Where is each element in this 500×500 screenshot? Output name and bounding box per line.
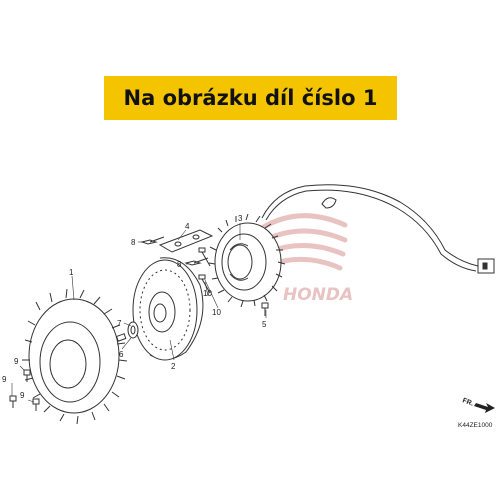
callout-3: 3 xyxy=(238,214,243,223)
honda-wing-watermark: HONDA xyxy=(259,213,353,305)
bolt-8-upper xyxy=(140,236,165,245)
wire-harness xyxy=(261,184,495,274)
callout-5: 5 xyxy=(262,320,267,329)
bolt-10-upper xyxy=(198,247,211,267)
callout-9-left: 9 xyxy=(14,357,19,366)
watermark-text: HONDA xyxy=(283,285,353,305)
callout-10-lower: 10 xyxy=(212,308,221,317)
diagram-code: K44ZE1000 xyxy=(458,422,493,429)
banner-text: Na obrázku díl číslo 1 xyxy=(123,86,378,110)
bolt-5 xyxy=(261,302,269,316)
callout-1: 1 xyxy=(69,268,74,277)
callout-6: 6 xyxy=(119,350,124,359)
part-number-banner: Na obrázku díl číslo 1 xyxy=(104,76,397,120)
callout-2: 2 xyxy=(171,362,176,371)
stator-assembly xyxy=(208,213,286,308)
bolt-9-mid xyxy=(9,395,17,408)
bolts xyxy=(9,236,269,411)
bolt-9-right xyxy=(32,398,40,411)
callout-8-lower: 8 xyxy=(177,260,182,269)
flywheel-rotor xyxy=(132,257,204,361)
front-marker-text: FR. xyxy=(461,397,474,407)
callout-4: 4 xyxy=(185,222,190,231)
bracket-plate xyxy=(158,229,214,253)
callout-10-upper: 10 xyxy=(203,289,212,298)
bolt-9-left xyxy=(23,369,31,382)
callout-8-upper: 8 xyxy=(131,238,136,247)
callout-9-mid: 9 xyxy=(2,375,7,384)
leader-lines xyxy=(11,223,267,403)
arrow-right-icon xyxy=(474,403,495,413)
callout-9-right: 9 xyxy=(20,391,25,400)
cooling-fan xyxy=(22,288,128,425)
bolt-8-lower xyxy=(184,257,209,266)
front-direction-marker: FR. xyxy=(461,397,495,413)
callout-7: 7 xyxy=(117,319,122,328)
washer-and-key xyxy=(115,321,139,342)
